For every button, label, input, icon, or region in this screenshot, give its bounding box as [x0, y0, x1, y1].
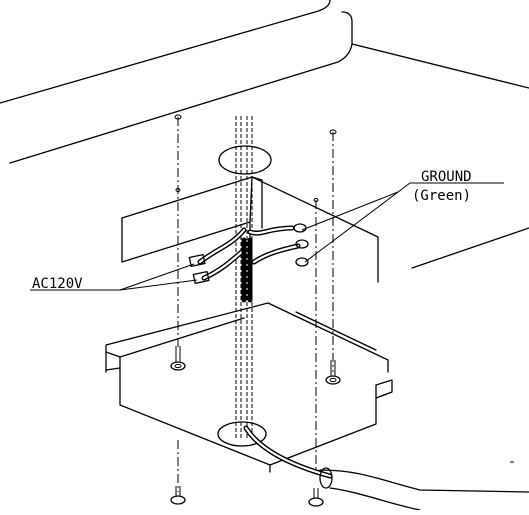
ceiling-panel	[0, 0, 529, 269]
ground-terminal	[293, 223, 307, 233]
screw-bottom-left	[170, 486, 186, 505]
screw-left	[170, 346, 186, 371]
junction-box	[105, 302, 393, 473]
ground-color-label: (Green)	[412, 188, 471, 204]
lower-cable	[243, 425, 529, 511]
ground-label: GROUND	[421, 169, 472, 185]
mounting-bracket	[121, 176, 379, 283]
screw-right	[325, 360, 341, 385]
voltage-label: AC120V	[32, 276, 83, 292]
ceiling-hole	[218, 145, 272, 175]
mounting-screws	[170, 114, 341, 507]
box-hole	[217, 421, 267, 447]
screw-bottom-right	[308, 488, 324, 507]
wires	[188, 223, 309, 303]
leader-lines	[30, 182, 504, 291]
